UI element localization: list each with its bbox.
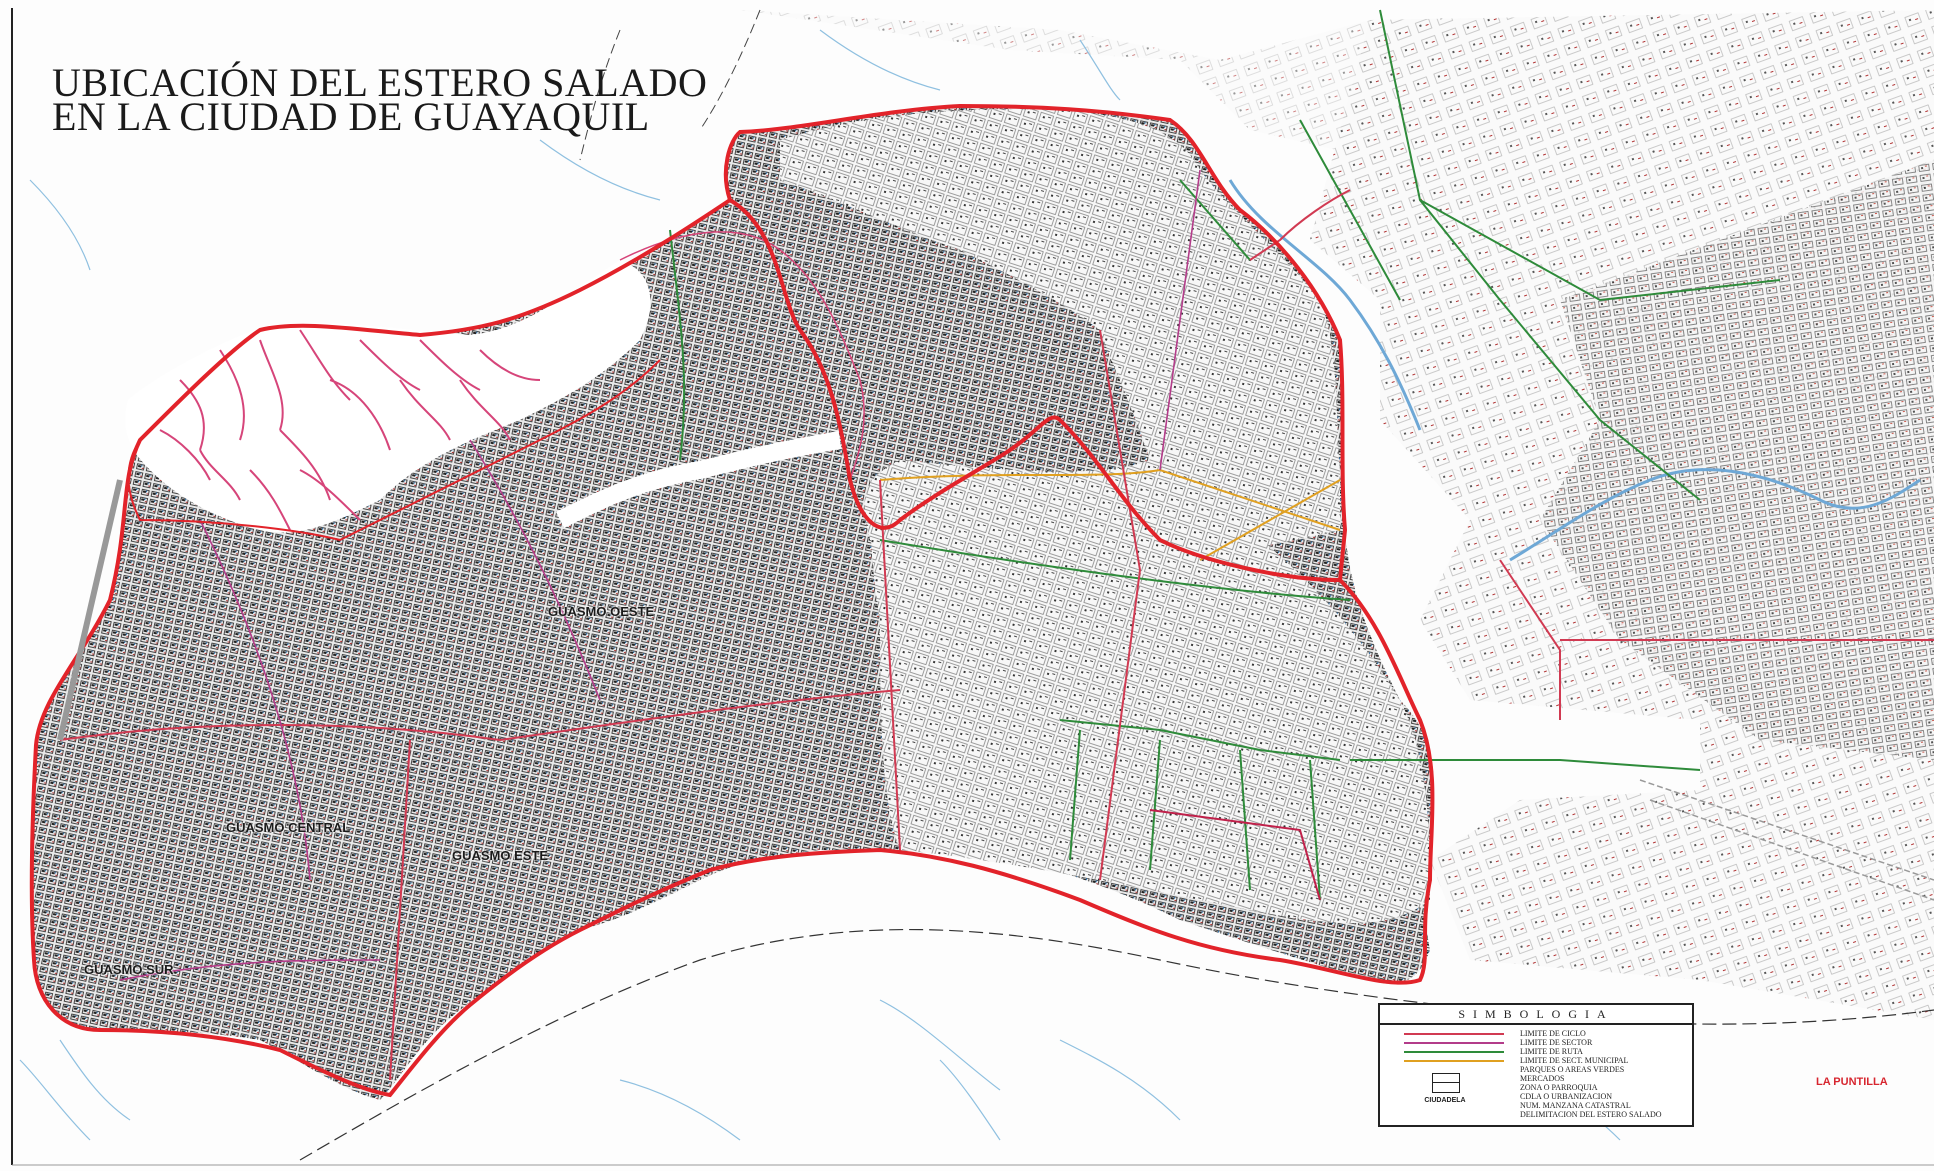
legend-body: CIUDADELA LIMITE DE CICLO LIMITE DE SECT… xyxy=(1380,1025,1692,1125)
label-guasmo-oeste: GUASMO OESTE xyxy=(548,604,655,619)
north-urban-area xyxy=(740,10,1380,160)
label-guasmo-central: GUASMO CENTRAL xyxy=(226,820,351,835)
map-title-line-2: EN LA CIUDAD DE GUAYAQUIL xyxy=(52,94,650,139)
mangrove-channels xyxy=(159,329,541,531)
legend-item: LIMITE DE SECTOR xyxy=(1520,1038,1593,1047)
river xyxy=(1228,179,1921,562)
legend-sample-label: CIUDADELA xyxy=(1424,1097,1466,1104)
legend-line-sector xyxy=(1404,1042,1504,1044)
legend-item: DELIMITACION DEL ESTERO SALADO xyxy=(1520,1110,1662,1119)
legend-item: LIMITE DE CICLO xyxy=(1520,1029,1586,1038)
river-channel-dashed xyxy=(299,928,1934,1161)
sector-lines xyxy=(119,169,1201,981)
legend-line-municipal xyxy=(1404,1060,1504,1062)
south-water-channels xyxy=(19,999,1621,1141)
label-guasmo-sur: GUASMO SUR xyxy=(84,962,174,977)
legend-item: ZONA O PARROQUIA xyxy=(1520,1083,1598,1092)
legend-line-ciclo xyxy=(1404,1033,1504,1035)
legend-item: PARQUES O AREAS VERDES xyxy=(1520,1065,1625,1074)
north-water-channels xyxy=(29,29,1121,271)
legend-sample-symbol xyxy=(1432,1073,1460,1093)
estero-channel xyxy=(619,231,865,481)
route-lines xyxy=(59,9,1934,1081)
estero-water xyxy=(555,431,842,529)
estero-boundary xyxy=(29,197,1435,1098)
legend-item: NUM. MANZANA CATASTRAL xyxy=(1520,1101,1631,1110)
legend-box: SIMBOLOGIA CIUDADELA LIMITE DE CICLO LIM… xyxy=(1378,1003,1694,1127)
mangrove-area xyxy=(125,260,651,533)
legend-item: LIMITE DE RUTA xyxy=(1520,1047,1583,1056)
label-la-puntilla: LA PUNTILLA xyxy=(1816,1076,1888,1088)
road-left xyxy=(57,479,123,741)
legend-item: LIMITE DE SECT. MUNICIPAL xyxy=(1520,1056,1629,1065)
label-guasmo-este: GUASMO ESTE xyxy=(452,848,549,863)
legend-item: CDLA O URBANIZACION xyxy=(1520,1092,1612,1101)
outer-urban-area-dense xyxy=(1540,160,1934,760)
airport-runway xyxy=(1639,779,1934,901)
estero-boundary-north xyxy=(723,103,1348,581)
west-coast-line xyxy=(579,9,761,161)
estero-boundary-inner xyxy=(127,359,661,542)
map-title: UBICACIÓN DEL ESTERO SALADO EN LA CIUDAD… xyxy=(52,60,708,139)
south-grid xyxy=(870,470,1430,924)
central-grid xyxy=(780,109,1340,573)
legend-line-ruta xyxy=(1404,1051,1504,1053)
legend-item: MERCADOS xyxy=(1520,1074,1565,1083)
legend-title: SIMBOLOGIA xyxy=(1380,1005,1692,1025)
map-title-line-1: UBICACIÓN DEL ESTERO SALADO xyxy=(52,60,708,105)
